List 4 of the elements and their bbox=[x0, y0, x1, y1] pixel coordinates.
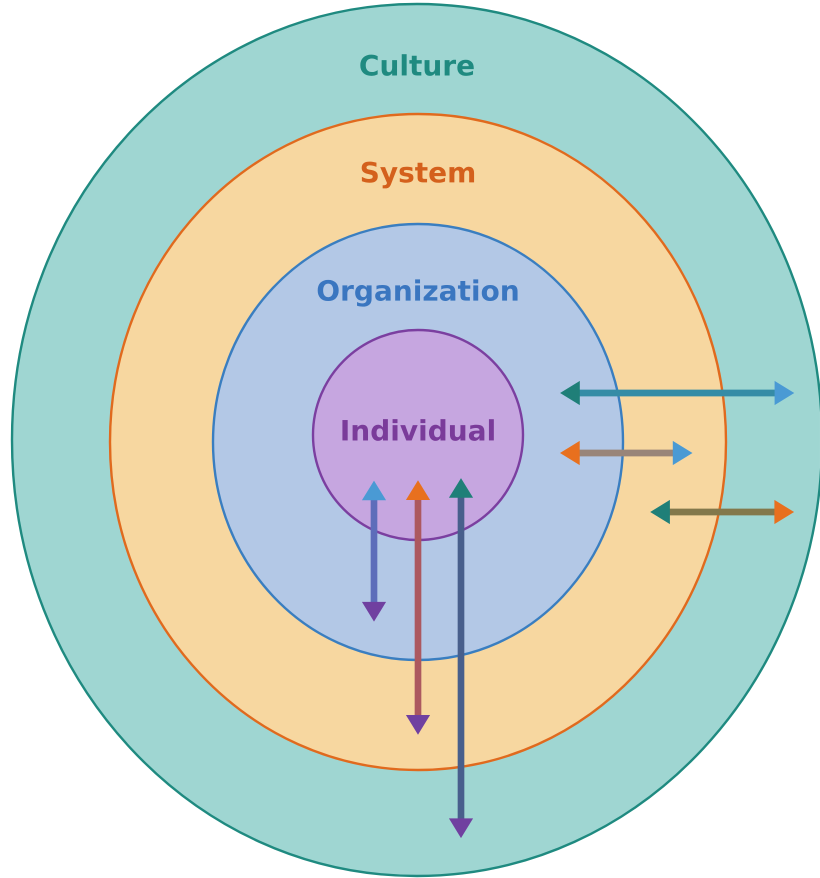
ring-label: Culture bbox=[360, 54, 474, 76]
ring-label: System bbox=[362, 162, 474, 188]
ring-label: Individual bbox=[342, 419, 494, 441]
ring-label: Organization bbox=[318, 279, 518, 307]
